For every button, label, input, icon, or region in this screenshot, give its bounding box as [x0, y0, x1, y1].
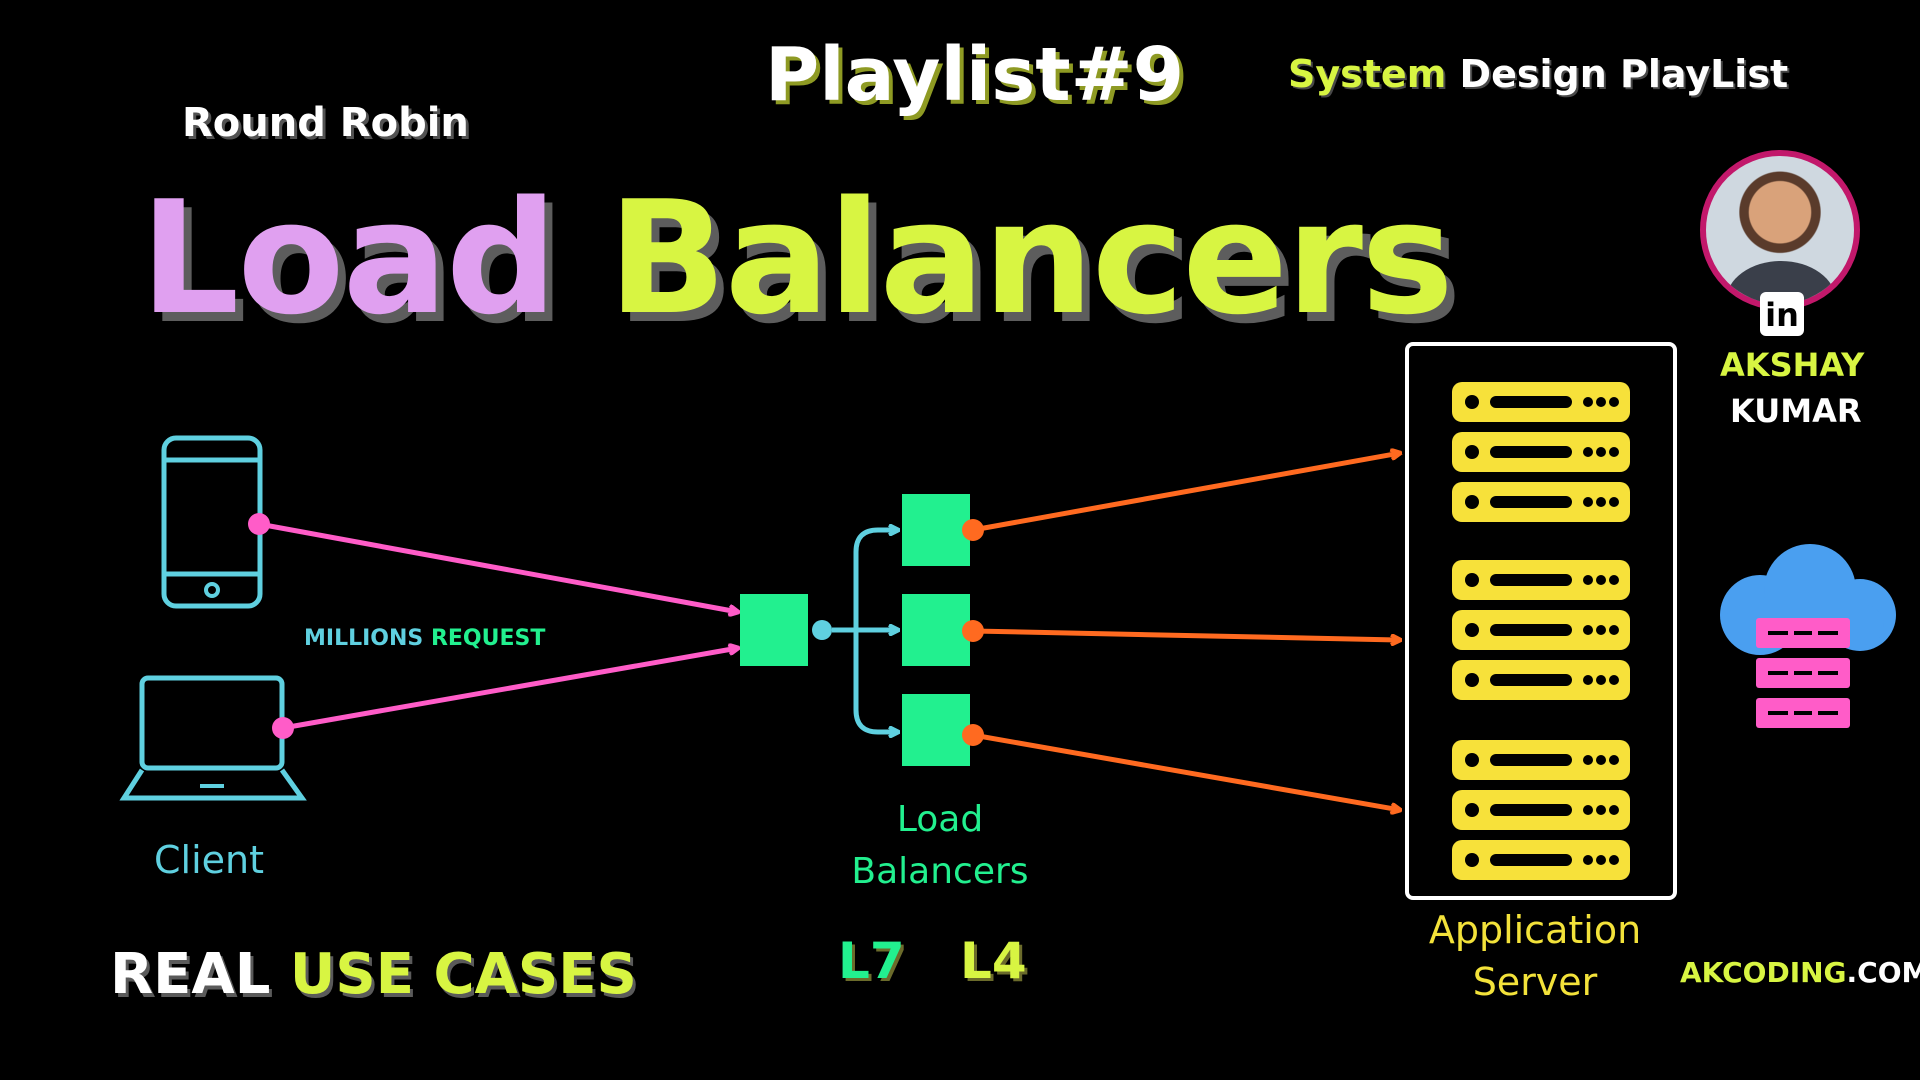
author-first-name: AKSHAY [1720, 346, 1865, 384]
site-part1: AKCODING [1680, 956, 1847, 989]
load-balancers-label-line2: Balancers [851, 851, 1029, 892]
server-unit [1452, 740, 1630, 780]
balancer-node-2 [902, 594, 970, 666]
site-part2: .COM [1846, 956, 1920, 989]
application-server-box [1405, 342, 1677, 900]
app-server-line1: Application [1428, 908, 1642, 952]
client-request-lines [248, 513, 738, 739]
central-load-balancer [740, 594, 808, 666]
use-cases-part1: REAL [110, 942, 271, 1007]
load-balancers-label: Load Balancers [820, 794, 1060, 898]
title-part2: Balancers [607, 167, 1454, 349]
layer4-label: L4 [960, 932, 1027, 990]
app-server-line2: Server [1472, 960, 1598, 1004]
site-name: AKCODING.COM [1680, 956, 1920, 989]
server-rack-icon [1452, 382, 1630, 880]
client-label: Client [154, 838, 265, 882]
layer7-label: L7 [838, 932, 905, 990]
server-routing-lines [962, 453, 1400, 810]
server-unit [1452, 790, 1630, 830]
playlist-name: System Design PlayList [1288, 52, 1788, 96]
author-last-name: KUMAR [1730, 392, 1862, 430]
subtitle: Round Robin [182, 100, 469, 146]
server-unit [1452, 560, 1630, 600]
avatar [1700, 150, 1860, 310]
request-label: MILLIONS REQUEST [304, 626, 545, 651]
balancer-node-3 [902, 694, 970, 766]
laptop-icon [119, 675, 307, 801]
balancer-branches [832, 530, 898, 732]
request-label-part2: REQUEST [430, 626, 546, 651]
balancer-node-1 [902, 494, 970, 566]
main-title: Load Balancers [140, 180, 1454, 336]
request-label-part1: MILLIONS [304, 626, 424, 651]
playlist-name-part1: System [1288, 52, 1447, 96]
title-part1: Load [140, 167, 558, 349]
server-unit [1452, 382, 1630, 422]
use-cases-part2: USE CASES [289, 942, 637, 1007]
load-balancers-label-line1: Load [896, 799, 984, 840]
playlist-number: Playlist#9 [765, 32, 1185, 118]
server-unit [1452, 660, 1630, 700]
playlist-name-part2: Design PlayList [1459, 52, 1789, 96]
cloud-server-icon [1720, 544, 1896, 728]
server-unit [1452, 432, 1630, 472]
server-unit [1452, 610, 1630, 650]
linkedin-icon[interactable]: in [1760, 292, 1804, 336]
smartphone-icon [161, 435, 263, 609]
use-cases-banner: REAL USE CASES [110, 942, 637, 1007]
server-unit [1452, 840, 1630, 880]
server-unit [1452, 482, 1630, 522]
application-server-label: Application Server [1410, 904, 1660, 1008]
